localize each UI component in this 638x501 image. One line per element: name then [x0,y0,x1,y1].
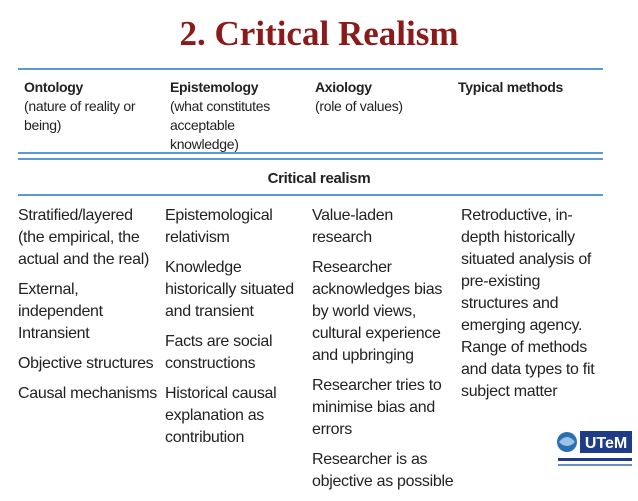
epistemology-item: Knowledge historically situated and tran… [165,259,294,320]
column-axiology: Value-laden research Researcher acknowle… [312,205,454,501]
epistemology-item: Historical causal explanation as contrib… [165,385,277,446]
header-ontology-subtitle: (nature of reality or being) [24,98,136,133]
utem-logo: UTeM [556,428,634,472]
column-typical-methods: Retroductive, in-depth historically situ… [461,205,603,411]
epistemology-item: Epistemological relativism [165,207,273,246]
column-ontology: Stratified/layered (the empirical, the a… [18,205,158,413]
epistemology-item: Facts are social constructions [165,333,273,372]
header-epistemology-subtitle: (what constitutes acceptable knowledge) [170,98,270,152]
header-axiology-title: Axiology [315,79,372,95]
framework-label: Critical realism [267,170,371,187]
ontology-item: Stratified/layered (the empirical, the a… [18,207,149,268]
header-typical-methods: Typical methods [458,78,603,97]
framework-bottom-rule [18,194,603,196]
header-epistemology-title: Epistemology [170,79,259,95]
column-epistemology: Epistemological relativism Knowledge his… [165,205,305,457]
axiology-item: Value-laden research [312,207,393,246]
header-typical-methods-title: Typical methods [458,79,563,95]
utem-logo-graphic: UTeM [557,431,632,466]
header-epistemology: Epistemology (what constitutes acceptabl… [170,78,305,154]
axiology-item: Researcher tries to minimise bias and er… [312,377,442,438]
table-top-rule [18,68,603,70]
slide-title: 2. Critical Realism [179,14,459,53]
axiology-item: Researcher is as objective as possible [312,451,454,490]
header-axiology-subtitle: (role of values) [315,98,403,114]
utem-wordmark-box [580,431,632,453]
typical-methods-item: Retroductive, in-depth historically situ… [461,207,595,400]
axiology-item: Researcher acknowledges bias by world vi… [312,259,443,364]
ontology-item: Causal mechanisms [18,385,157,402]
header-axiology: Axiology (role of values) [315,78,445,116]
header-ontology-title: Ontology [24,79,84,95]
utem-wordmark: UTeM [585,435,627,452]
ontology-item: Objective structures [18,355,154,372]
ontology-item: External, independent Intransient [18,281,103,342]
header-bottom-rule [18,152,603,154]
header-bottom-rule-2 [18,158,603,160]
header-ontology: Ontology (nature of reality or being) [24,78,154,135]
